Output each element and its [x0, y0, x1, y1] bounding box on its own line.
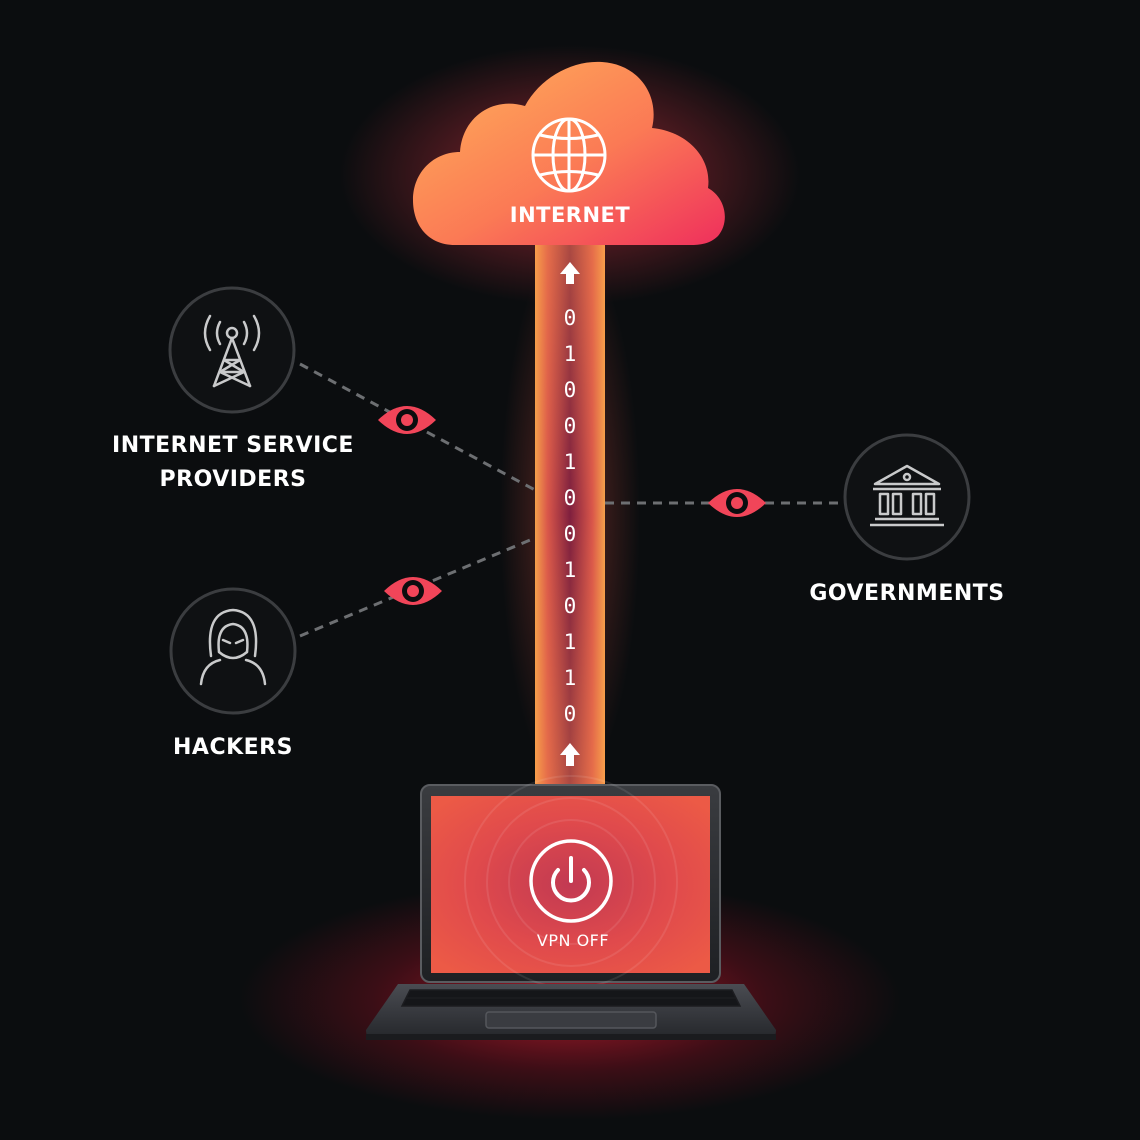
isp-label-line: PROVIDERS: [159, 467, 307, 492]
data-beam: [535, 240, 605, 790]
vpn-status-label: VPN OFF: [536, 931, 610, 950]
screen-ripples: [464, 775, 678, 989]
government-building-icon: [870, 464, 944, 527]
hackers-label: HACKERS: [173, 735, 293, 760]
bit: 1: [563, 558, 577, 582]
governments-node: [843, 433, 971, 561]
arrow-up-icon: [560, 262, 580, 284]
bit: 0: [563, 594, 577, 618]
bit: 1: [563, 630, 577, 654]
radio-tower-icon: [203, 314, 261, 388]
laptop-screen: [431, 796, 710, 973]
eye-icon: [708, 489, 766, 517]
bit: 0: [563, 378, 577, 402]
governments-label: GOVERNMENTS: [809, 581, 1005, 606]
bit: 0: [563, 522, 577, 546]
eye-icon: [378, 406, 436, 434]
power-button: [529, 839, 613, 923]
keyboard: [400, 989, 742, 1007]
hooded-hacker-icon: [199, 608, 267, 686]
bit: 0: [563, 486, 577, 510]
eye-icon: [384, 577, 442, 605]
laptop-front-edge: [366, 1034, 776, 1040]
arrow-up-icon: [560, 743, 580, 766]
laptop: [366, 775, 776, 1040]
hackers-node: [169, 587, 297, 715]
bit: 0: [563, 702, 577, 726]
globe-icon: [531, 117, 607, 193]
bit: 0: [563, 414, 577, 438]
bit: 1: [563, 450, 577, 474]
bit: 0: [563, 306, 577, 330]
power-icon: [551, 856, 591, 903]
binary-stream: 0 1 0 0 1 0 0 1 0 1 1 0: [550, 300, 590, 732]
isp-label: INTERNET SERVICE PROVIDERS: [82, 429, 384, 497]
bit: 1: [563, 342, 577, 366]
trackpad: [485, 1011, 657, 1029]
bit: 1: [563, 666, 577, 690]
isp-label-line: INTERNET SERVICE: [112, 433, 354, 458]
isp-node: [168, 286, 296, 414]
internet-label: INTERNET: [509, 203, 631, 227]
